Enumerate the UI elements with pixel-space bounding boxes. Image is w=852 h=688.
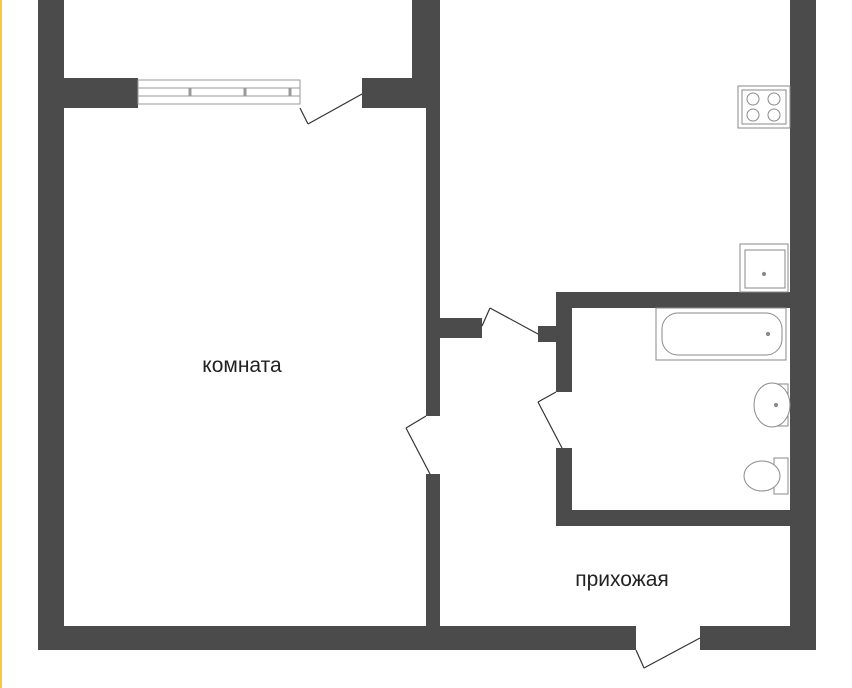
washbasin-icon <box>753 382 791 428</box>
hallway-label: прихожая <box>575 568 669 591</box>
doors <box>299 93 701 669</box>
wall-bath-left-lower <box>556 448 572 526</box>
wall-room-right-lower <box>426 474 440 650</box>
wall-kitchen-stub <box>426 318 482 338</box>
door-kitchen <box>481 307 539 335</box>
wall-room-right-upper <box>426 78 440 416</box>
sink-icon <box>739 243 789 293</box>
wall-outer-bottom-left <box>38 626 636 650</box>
walls <box>38 0 816 650</box>
wall-outer-left <box>38 0 64 650</box>
wall-bath-top <box>556 292 790 308</box>
wall-bath-left-upper <box>556 292 572 392</box>
wall-outer-right <box>790 0 816 650</box>
door-bathroom <box>537 391 563 449</box>
bathtub-icon <box>655 307 787 361</box>
wall-outer-bottom-right <box>700 626 816 650</box>
wall-bath-bottom <box>556 510 790 526</box>
door-entrance <box>635 637 701 669</box>
toilet-icon <box>743 457 789 495</box>
window <box>137 79 301 105</box>
room-label: комната <box>202 354 282 377</box>
door-room-hall <box>405 415 431 475</box>
stove-icon <box>737 85 791 129</box>
door-room-top <box>299 93 363 125</box>
wall-bath-stub <box>538 326 556 342</box>
wall-room-top-left <box>38 78 138 108</box>
